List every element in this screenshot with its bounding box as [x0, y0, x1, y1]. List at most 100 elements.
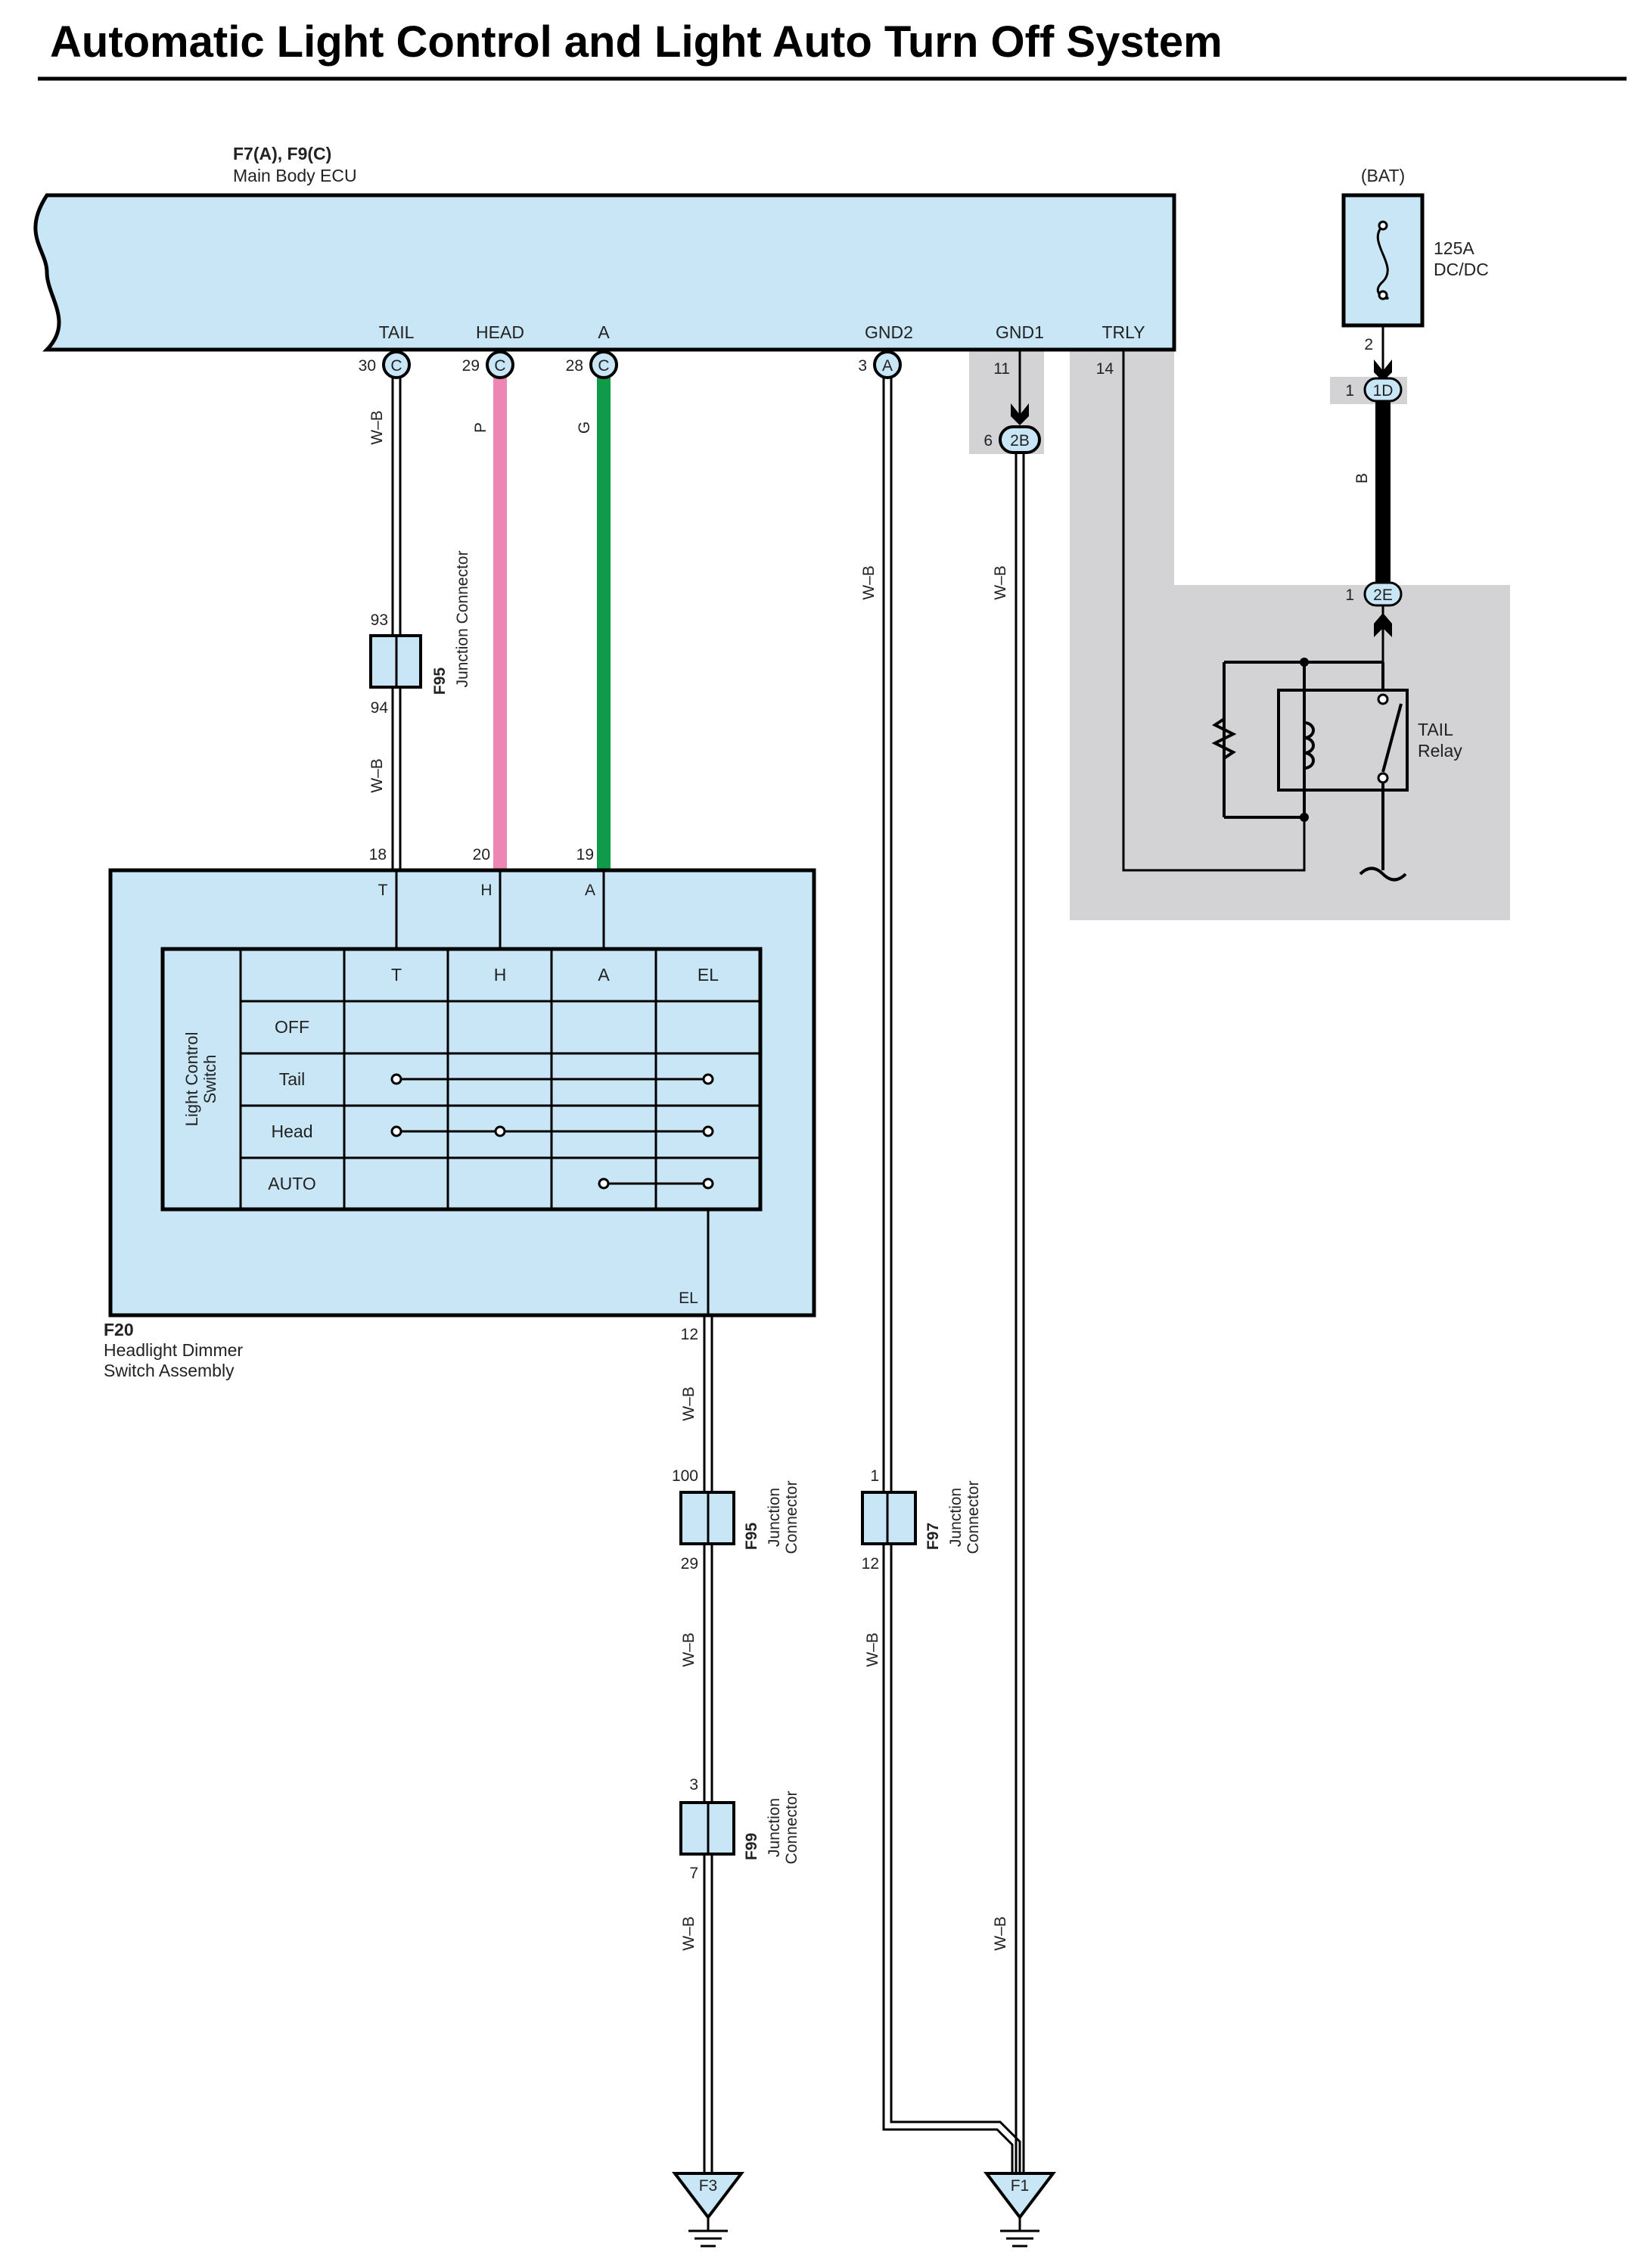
wire-label-tail-wb: W–B	[368, 410, 386, 445]
column-t: T	[391, 965, 402, 985]
wire-label-gnd1-wb: W–B	[992, 565, 1009, 600]
connector-2b-id: 2B	[1010, 432, 1030, 450]
junction-f99-pin-out: 7	[689, 1865, 698, 1882]
junction-f99-name-1: Junction	[766, 1798, 783, 1857]
column-h: H	[494, 965, 507, 985]
svg-text:F1: F1	[1011, 2177, 1030, 2195]
arrow-1d	[1374, 359, 1392, 381]
junction-f95-lower-name-1: Junction	[766, 1488, 783, 1547]
relay-node-2	[1300, 813, 1309, 822]
ecu-terminal-label-tail: TAIL	[379, 322, 415, 342]
ground-f3: F3	[671, 2172, 745, 2248]
position-tail: Tail	[279, 1069, 306, 1089]
relay-name-2: Relay	[1418, 741, 1462, 761]
tail-relay	[1211, 661, 1409, 882]
main-body-ecu	[33, 193, 1176, 352]
connector-2b	[999, 425, 1041, 454]
svg-text:C: C	[494, 357, 505, 375]
fuse-name: DC/DC	[1434, 260, 1489, 279]
wire-label-a-g: G	[576, 422, 593, 434]
switch-assembly-code: F20	[104, 1320, 134, 1339]
wire-label-el-wb-2: W–B	[680, 1632, 698, 1667]
connector-2e-id: 2E	[1373, 586, 1393, 604]
switch-pin-18: 18	[369, 846, 387, 863]
switch-assembly-name-1: Headlight Dimmer	[104, 1340, 243, 1360]
switch-label-a: A	[585, 882, 595, 899]
position-off: OFF	[275, 1017, 309, 1037]
column-a: A	[598, 965, 610, 985]
junction-f97-name-2: Connector	[965, 1481, 982, 1554]
ecu-code: F7(A), F9(C)	[233, 144, 331, 163]
fuse-terminal-top	[1378, 220, 1388, 231]
ecu-pin-gnd2: A 3	[858, 350, 902, 379]
switch-el-label: EL	[679, 1290, 698, 1307]
switch-internal-leads	[395, 870, 710, 1315]
wire-gnd2-wb	[882, 375, 1021, 2176]
junction-f95-upper-name: Junction Connector	[454, 551, 471, 688]
switch-assembly-name-2: Switch Assembly	[104, 1361, 235, 1380]
fuse-125a-dcdc	[1341, 193, 1425, 328]
junction-f95-upper-pin-in: 93	[371, 611, 388, 629]
ecu-terminal-label-head: HEAD	[476, 322, 524, 342]
switch-table-grid	[239, 949, 760, 1209]
wire-label-gnd2-wb-2: W–B	[864, 1632, 881, 1667]
ecu-pin-head: C 29	[462, 350, 514, 379]
position-head: Head	[272, 1122, 313, 1141]
svg-text:3: 3	[858, 357, 867, 375]
junction-f95-lower-name-2: Connector	[783, 1481, 800, 1554]
switch-connections	[390, 1073, 714, 1190]
relay-contact-top	[1377, 693, 1389, 705]
connector-1d-id: 1D	[1373, 382, 1394, 400]
relay-contact-bottom	[1377, 772, 1389, 784]
gnd1-arrow	[1011, 403, 1029, 425]
junction-f95-upper-pin-out: 94	[371, 699, 389, 717]
relay-shade	[1070, 350, 1510, 920]
ecu-terminal-label-gnd2: GND2	[865, 322, 913, 342]
junction-f95-upper-code: F95	[431, 667, 449, 695]
relay-name-1: TAIL	[1418, 720, 1453, 739]
fuse-pin: 2	[1364, 336, 1373, 353]
connector-2b-pin: 6	[983, 432, 993, 450]
junction-f97-pin-out: 12	[862, 1555, 879, 1573]
svg-text:30: 30	[359, 357, 376, 375]
connector-1d-pin: 1	[1345, 382, 1354, 400]
ecu-pin-trly: 14	[1096, 360, 1114, 378]
switch-pin-20: 20	[473, 846, 490, 863]
bat-label: (BAT)	[1361, 166, 1405, 185]
svg-text:F3: F3	[699, 2177, 718, 2195]
ecu-terminal-label-gnd1: GND1	[996, 322, 1044, 342]
column-el: EL	[698, 965, 719, 985]
switch-name-2: Switch	[200, 1055, 219, 1104]
junction-f99-code: F99	[743, 1833, 760, 1860]
wire-label-gnd2-wb: W–B	[860, 565, 878, 600]
ecu-terminal-label-a: A	[598, 322, 610, 342]
fuse-element	[1376, 224, 1389, 300]
ecu-pin-tail: C 30	[359, 350, 411, 379]
switch-label-t: T	[378, 882, 388, 899]
connector-2e-pin: 1	[1345, 586, 1354, 604]
ground-f1: F1	[983, 2172, 1057, 2248]
svg-text:29: 29	[462, 357, 480, 375]
wire-b-label: B	[1353, 473, 1371, 484]
ecu-terminal-label-trly: TRLY	[1102, 322, 1145, 342]
junction-f97	[861, 1491, 917, 1545]
junction-f99-name-2: Connector	[783, 1791, 800, 1865]
wire-trly	[1122, 350, 1306, 872]
ecu-pin-a: C 28	[566, 350, 618, 379]
wire-label-tail-wb-2: W–B	[368, 758, 386, 793]
switch-label-h: H	[480, 882, 492, 899]
fuse-terminal-bottom	[1378, 290, 1388, 300]
relay-node-1	[1300, 658, 1309, 667]
junction-f95-lower-code: F95	[743, 1523, 760, 1551]
position-auto: AUTO	[268, 1174, 315, 1193]
junction-f97-name-1: Junction	[947, 1488, 965, 1547]
svg-text:A: A	[882, 357, 893, 375]
wire-label-head-p: P	[472, 422, 489, 433]
svg-text:28: 28	[566, 357, 583, 375]
page-title: Automatic Light Control and Light Auto T…	[50, 17, 1223, 67]
svg-text:C: C	[390, 357, 402, 375]
wire-label-el-wb-1: W–B	[680, 1386, 698, 1421]
switch-el-pin: 12	[681, 1326, 698, 1343]
wire-tail-wb	[391, 375, 402, 870]
